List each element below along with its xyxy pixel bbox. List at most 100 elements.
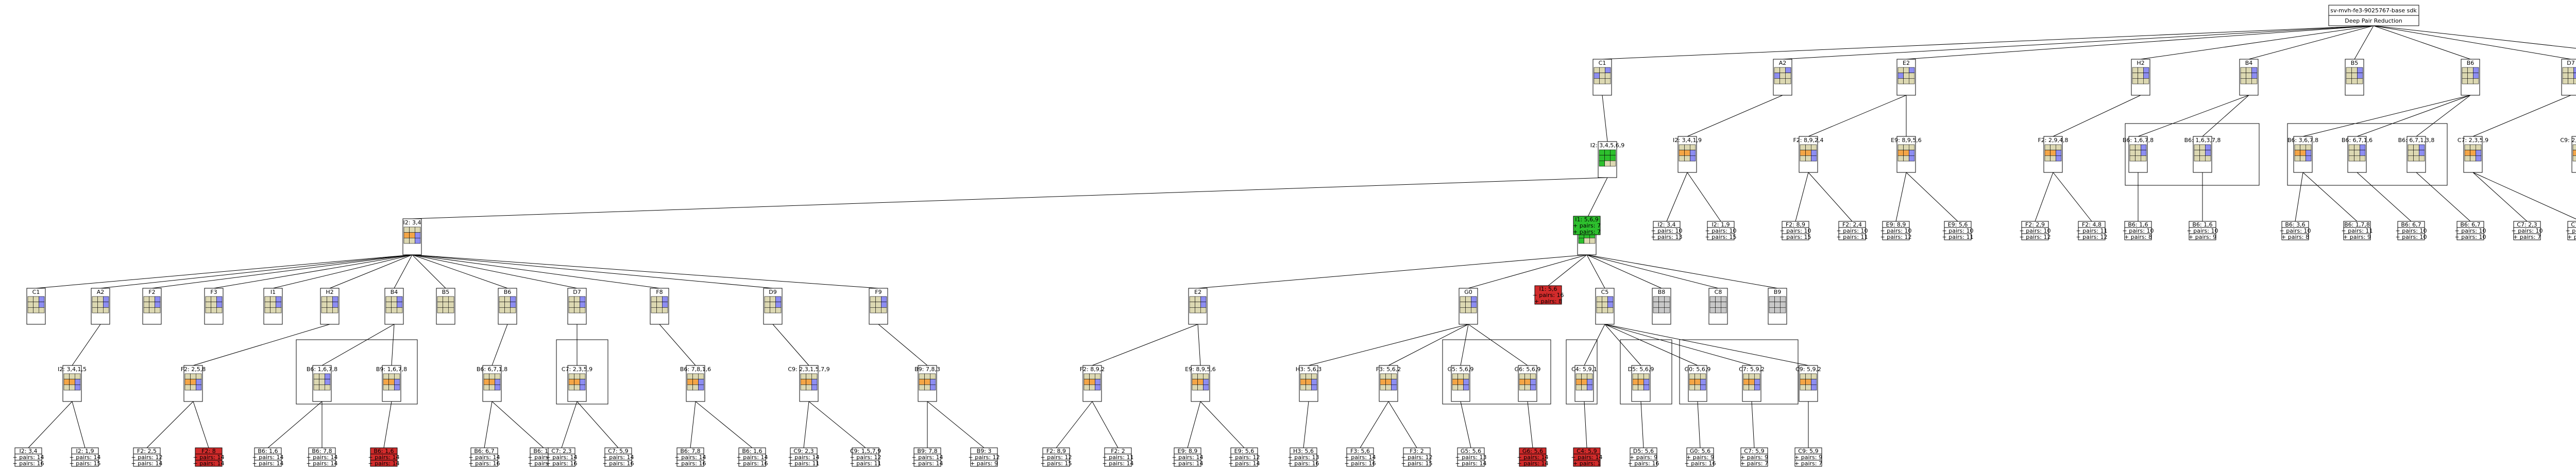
- leaf-node[interactable]: C7: 5,9+ pairs: 14+ pairs: 16: [603, 447, 634, 467]
- leaf-node[interactable]: B6: 1,6+ pairs: 10+ pairs: 9: [2187, 221, 2218, 240]
- search-node[interactable]: G5: 5,6,9: [1448, 365, 1474, 402]
- search-node[interactable]: F2: 8,9,2,4: [1793, 136, 1824, 173]
- leaf-node[interactable]: B6: 3,6+ pairs: 10+ pairs: 8: [2280, 221, 2311, 240]
- search-node[interactable]: D7: [2561, 59, 2576, 96]
- search-node[interactable]: D7: [567, 288, 587, 325]
- leaf-node[interactable]: F2: 8,9+ pairs: 10+ pairs: 15: [1780, 221, 1811, 240]
- search-node[interactable]: G6: 5,6,9: [1515, 365, 1541, 402]
- leaf-node[interactable]: B6: 6,7+ pairs: 10+ pairs: 10: [2396, 221, 2427, 240]
- leaf-node[interactable]: G0: 5,6+ pairs: 9+ pairs: 16: [1685, 447, 1716, 467]
- leaf-node[interactable]: F2: 8+ pairs: 14+ pairs: 14: [193, 447, 225, 467]
- leaf-node[interactable]: B6: 7,8+ pairs: 14+ pairs: 14: [307, 447, 338, 467]
- leaf-node[interactable]: E9: 8,9+ pairs: 14+ pairs: 14: [1172, 447, 1204, 467]
- leaf-node[interactable]: C9: 5,9+ pairs: 9+ pairs: 7: [1794, 447, 1822, 467]
- search-node[interactable]: H2: [2131, 59, 2150, 96]
- leaf-node[interactable]: C7: 5,9+ pairs: 10+ pairs: 7: [2566, 221, 2576, 240]
- solution-node[interactable]: I1: 5,6,9+ pairs: 7+ pairs: 7: [1573, 216, 1601, 235]
- leaf-node[interactable]: F3: 2+ pairs: 12+ pairs: 15: [1401, 447, 1433, 467]
- search-node[interactable]: E9: 8,9,5,6: [1185, 365, 1216, 402]
- search-node[interactable]: F2: [142, 288, 162, 325]
- leaf-node[interactable]: B6: 1,6+ pairs: 14+ pairs: 16: [737, 447, 768, 467]
- search-node[interactable]: C1: [26, 288, 46, 325]
- search-node[interactable]: D9: [763, 288, 783, 325]
- search-node[interactable]: B8: [1652, 288, 1671, 325]
- search-node[interactable]: C9: 5,9,2: [1795, 365, 1821, 402]
- leaf-node[interactable]: E9: 5,6+ pairs: 12+ pairs: 14: [1229, 447, 1260, 467]
- leaf-node[interactable]: G5: 5,6+ pairs: 13+ pairs: 14: [1455, 447, 1487, 467]
- search-node[interactable]: I2: 3,4,5,6,9: [1590, 141, 1624, 178]
- leaf-node[interactable]: F2: 2,9+ pairs: 10+ pairs: 12: [2020, 221, 2051, 240]
- leaf-node[interactable]: I2: 1,9+ pairs: 14+ pairs: 15: [70, 447, 101, 467]
- leaf-node[interactable]: H3: 5,6+ pairs: 13+ pairs: 16: [1288, 447, 1319, 467]
- search-node[interactable]: B6: 6,7,1,6: [2342, 136, 2372, 173]
- search-node[interactable]: B4: [384, 288, 404, 325]
- leaf-node[interactable]: E9: 8,9+ pairs: 10+ pairs: 12: [1880, 221, 1912, 240]
- leaf-node[interactable]: C7: 2,3+ pairs: 14+ pairs: 16: [546, 447, 578, 467]
- leaf-node[interactable]: B6: 6,7+ pairs: 14+ pairs: 16: [469, 447, 500, 467]
- search-node[interactable]: A2: [91, 288, 110, 325]
- search-node[interactable]: F3: 5,6,2: [1376, 365, 1401, 402]
- search-node[interactable]: C4: 5,9,1: [1571, 365, 1597, 402]
- search-node[interactable]: B4: [2239, 59, 2259, 96]
- search-node[interactable]: F9: [869, 288, 888, 325]
- leaf-node[interactable]: F2: 4,8+ pairs: 11+ pairs: 12: [2076, 221, 2108, 240]
- leaf-node[interactable]: B6: 1,6+ pairs: 14+ pairs: 14: [368, 447, 400, 467]
- leaf-node[interactable]: I2: 3,4+ pairs: 14+ pairs: 16: [13, 447, 44, 467]
- leaf-node[interactable]: B6: 1,6+ pairs: 14+ pairs: 14: [252, 447, 284, 467]
- search-node[interactable]: B6: 1,6,3,7,8: [2184, 136, 2221, 173]
- search-node[interactable]: B6: 1,6,7,8: [307, 365, 337, 402]
- search-node[interactable]: C1: [1592, 59, 1612, 96]
- search-node[interactable]: A2: [1773, 59, 1792, 96]
- leaf-node[interactable]: F3: 5,6+ pairs: 14+ pairs: 16: [1345, 447, 1376, 467]
- search-node[interactable]: E9: 8,9,5,6: [1891, 136, 1922, 173]
- search-node[interactable]: F2: 2,5,8: [181, 365, 206, 402]
- search-node[interactable]: G0: [1459, 288, 1478, 325]
- leaf-node[interactable]: B6: 1,7,8+ pairs: 11+ pairs: 9: [2342, 221, 2373, 240]
- search-node[interactable]: C9: 2,3,1,5,7,9: [2560, 136, 2576, 173]
- search-node[interactable]: I1: [263, 288, 283, 325]
- search-node[interactable]: F3: [204, 288, 224, 325]
- search-node[interactable]: E2: [1188, 288, 1208, 325]
- leaf-node[interactable]: F2: 2,4+ pairs: 10+ pairs: 11: [1837, 221, 1868, 240]
- leaf-node[interactable]: I2: 3,4+ pairs: 10+ pairs: 13: [1651, 221, 1683, 240]
- search-node[interactable]: B6: 7,8,1,6: [680, 365, 711, 402]
- search-node[interactable]: H2: [320, 288, 340, 325]
- root-node[interactable]: sv-mvh-fe3-9025767-base sdk Deep Pair Re…: [2328, 5, 2419, 26]
- leaf-node[interactable]: B6: 7,8+ pairs: 14+ pairs: 16: [675, 447, 706, 467]
- search-node[interactable]: G0: 5,6,9: [1685, 365, 1711, 402]
- search-node[interactable]: B9: 1,6,7,8: [376, 365, 407, 402]
- search-node[interactable]: B6: [2461, 59, 2480, 96]
- search-node[interactable]: C8: [1708, 288, 1728, 325]
- leaf-node[interactable]: F2: 2,5+ pairs: 12+ pairs: 14: [131, 447, 163, 467]
- leaf-node[interactable]: C7: 2,3+ pairs: 10+ pairs: 7: [2512, 221, 2543, 240]
- search-node[interactable]: I2: 3,4,1,5: [58, 365, 87, 402]
- search-node[interactable]: F8: [650, 288, 669, 325]
- search-node[interactable]: B6: 6,7,1,3,8: [2398, 136, 2435, 173]
- leaf-node[interactable]: C9: 1,5,7,9+ pairs: 12+ pairs: 11: [850, 447, 882, 467]
- search-node[interactable]: B5: [436, 288, 455, 325]
- search-node[interactable]: B5: [2345, 59, 2364, 96]
- search-node[interactable]: B6: 1,6,7,8: [2123, 136, 2154, 173]
- leaf-node[interactable]: B6: 1,6+ pairs: 10+ pairs: 8: [2123, 221, 2154, 240]
- search-node[interactable]: I2: 3,4,1,9: [1673, 136, 1702, 173]
- leaf-node[interactable]: C7: 5,9+ pairs: 9+ pairs: 7: [1740, 447, 1768, 467]
- search-node[interactable]: I2: 3,4: [402, 218, 422, 255]
- search-node[interactable]: B9: 7,8,3: [914, 365, 940, 402]
- leaf-node[interactable]: C4: 5,9+ pairs: 14+ pairs: 1: [1571, 447, 1603, 467]
- leaf-node[interactable]: E9: 5,6+ pairs: 10+ pairs: 11: [1942, 221, 1974, 240]
- leaf-node[interactable]: F2: 2+ pairs: 11+ pairs: 14: [1103, 447, 1134, 467]
- search-node[interactable]: H3: 5,6,3: [1296, 365, 1321, 402]
- search-node[interactable]: C7: 2,3,5,9: [562, 365, 592, 402]
- search-node[interactable]: D5: 5,6,9: [1628, 365, 1654, 402]
- leaf-node[interactable]: C9: 2,3+ pairs: 14+ pairs: 11: [788, 447, 820, 467]
- leaf-node[interactable]: F2: 8,9+ pairs: 12+ pairs: 15: [1041, 447, 1072, 467]
- search-node[interactable]: B6: [498, 288, 517, 325]
- search-node[interactable]: F2: 2,9,4,8: [2038, 136, 2069, 173]
- leaf-node[interactable]: B6: 6,7+ pairs: 10+ pairs: 10: [2455, 221, 2486, 240]
- leaf-node[interactable]: D5: 5,6+ pairs: 9+ pairs: 16: [1628, 447, 1659, 467]
- search-node[interactable]: C5: [1595, 288, 1615, 325]
- search-node[interactable]: F2: 8,9,2: [1080, 365, 1105, 402]
- search-node[interactable]: C7: 2,3,5,9: [2458, 136, 2488, 173]
- leaf-node[interactable]: B9: 3+ pairs: 12+ pairs: 9: [969, 447, 1000, 467]
- leaf-node[interactable]: B9: 7,8+ pairs: 14+ pairs: 14: [912, 447, 943, 467]
